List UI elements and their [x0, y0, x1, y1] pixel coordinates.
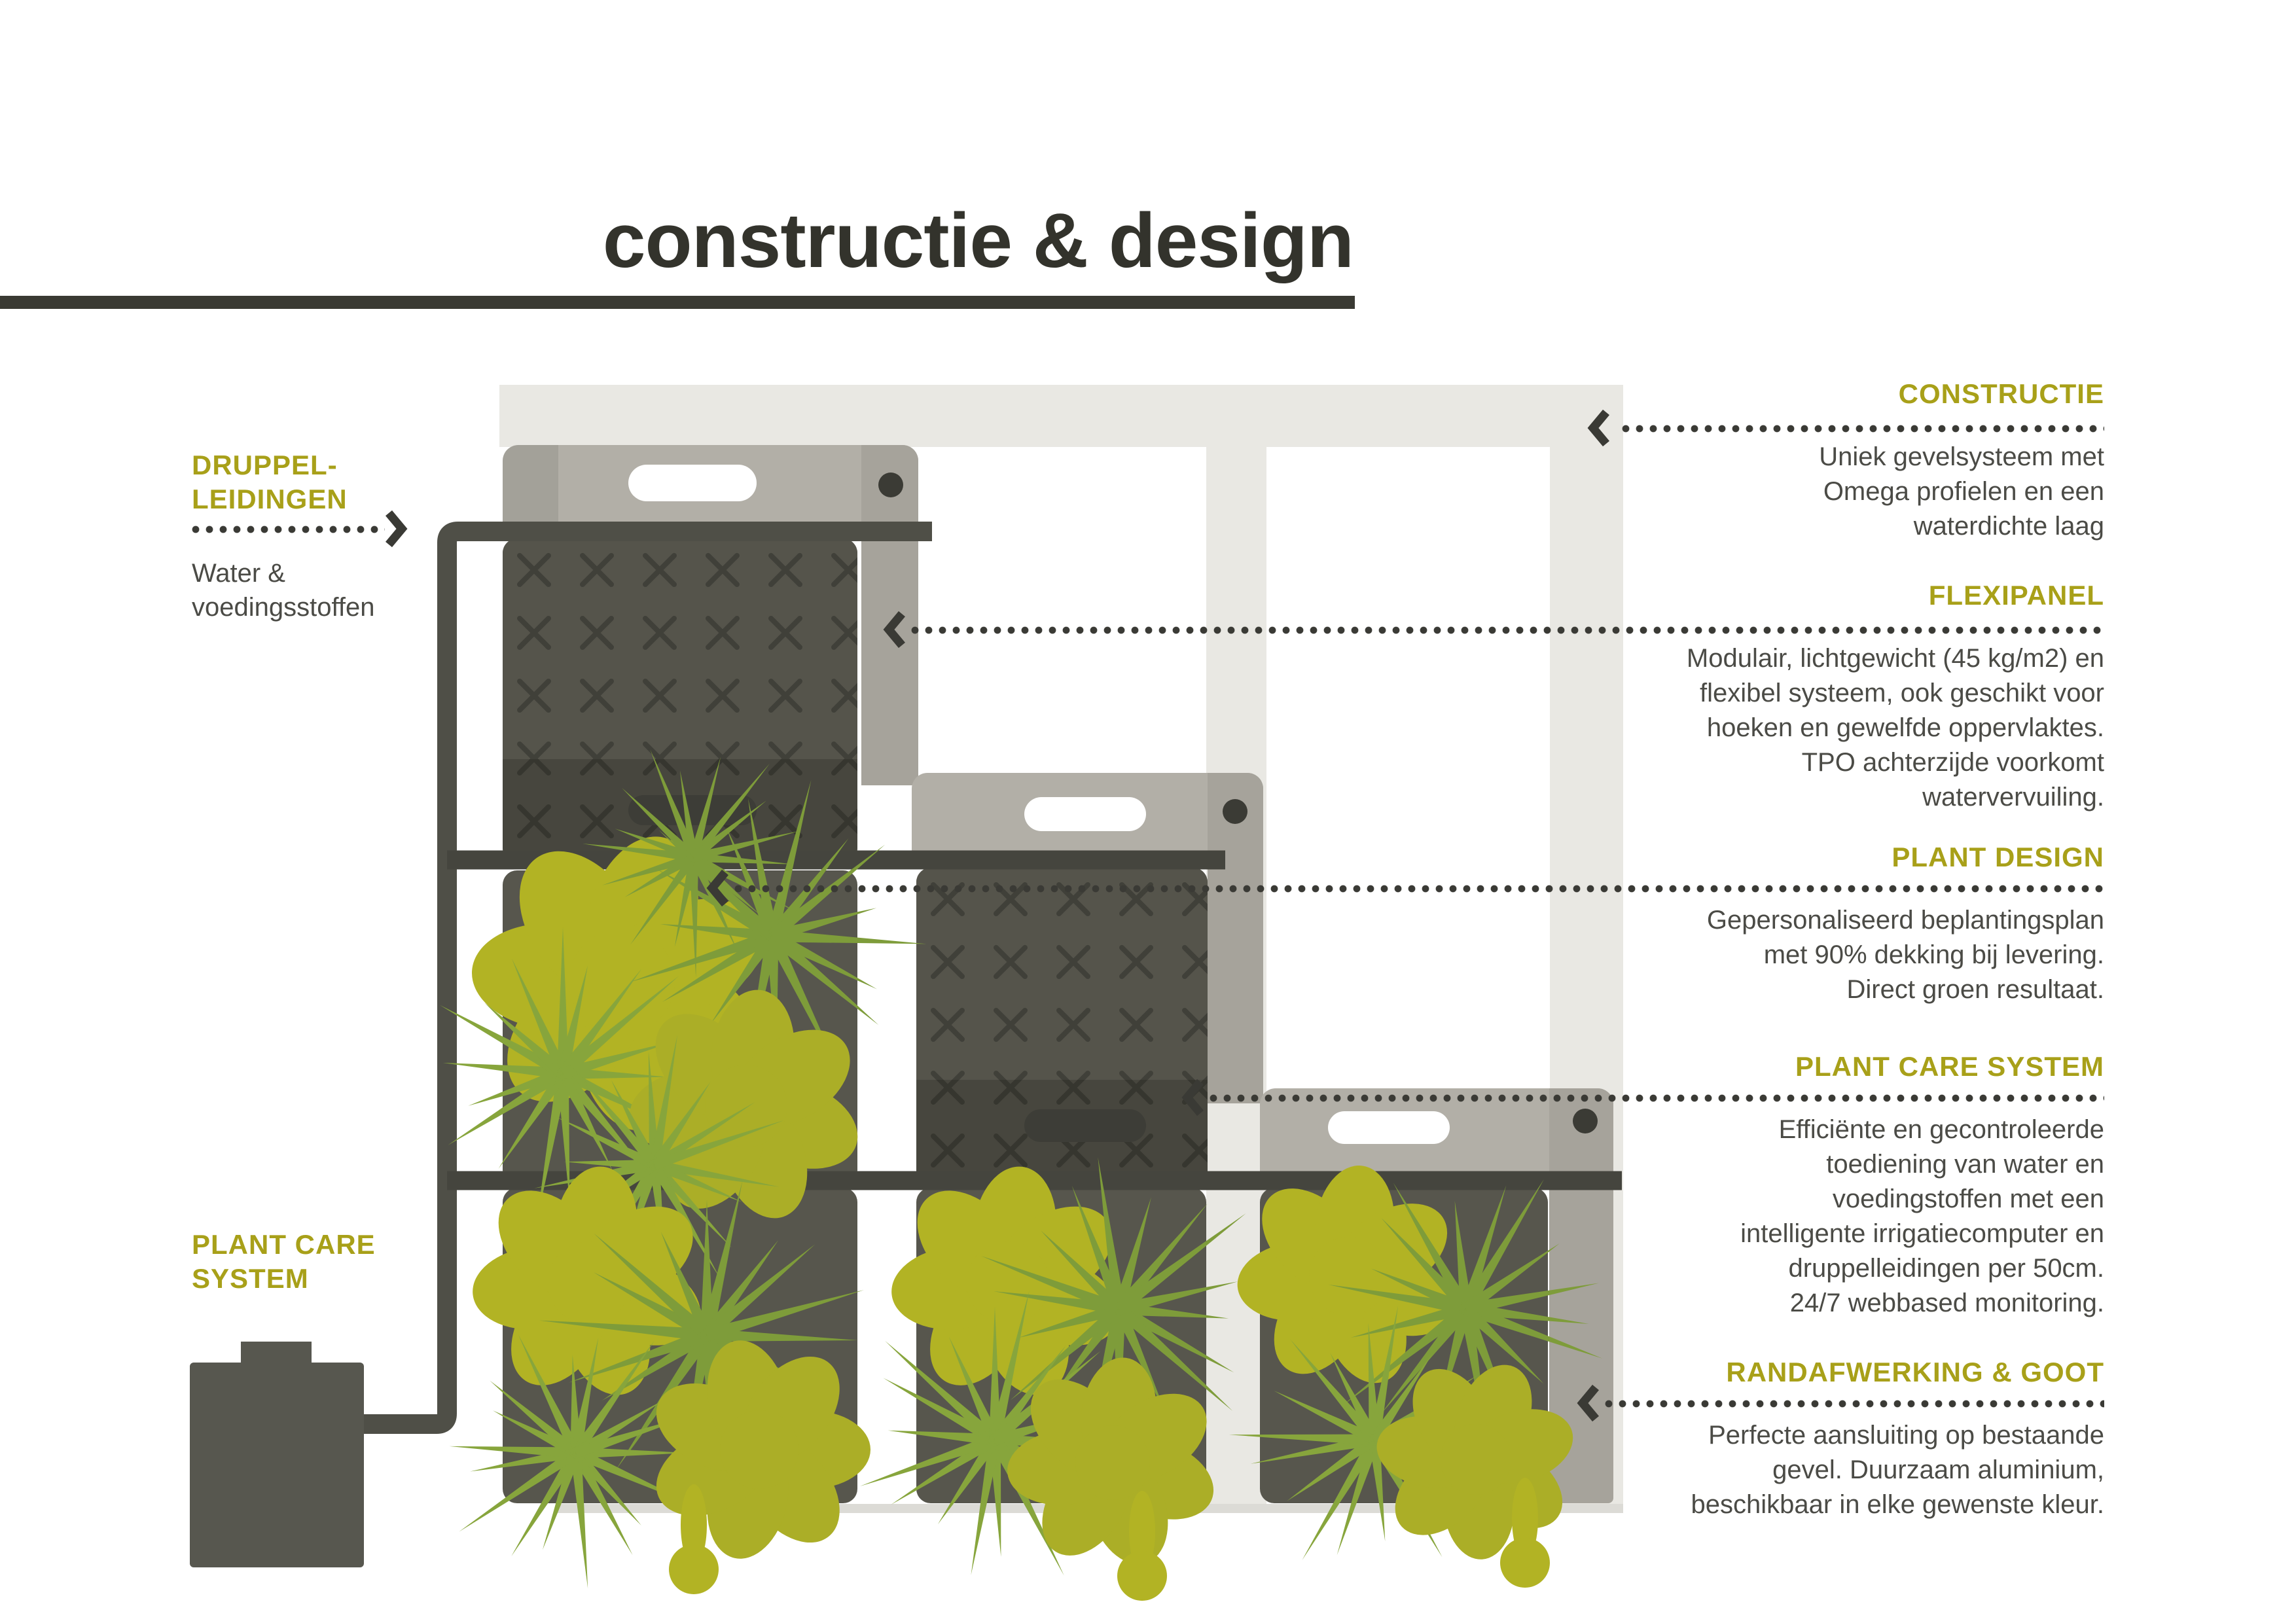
body-line: Uniek gevelsysteem met	[1819, 442, 2104, 471]
label-line: voedingsstoffen	[192, 593, 375, 622]
wall-top-beam	[499, 385, 1623, 447]
dotted-line	[192, 526, 385, 533]
dotted-line	[1605, 1400, 2104, 1408]
irrigation-tank-icon	[190, 1342, 364, 1567]
label-line: DRUPPEL-	[192, 450, 338, 480]
crate-side-strip-2	[1208, 773, 1263, 1103]
flexipanel-x-1	[503, 539, 857, 863]
crate-side-strip-1	[861, 445, 918, 785]
body-line: Efficiënte en gecontroleerde	[1778, 1115, 2104, 1144]
main-supply-pipe	[364, 522, 932, 1434]
body-line: Direct groen resultaat.	[1846, 975, 2104, 1004]
label-line: PLANT CARE	[192, 1229, 376, 1260]
body-line: TPO achterzijde voorkomt	[1801, 748, 2104, 777]
body-line: hoeken en gewelfde oppervlaktes.	[1706, 713, 2104, 742]
body-line: watervervuiling.	[1922, 783, 2104, 812]
body-line: beschikbaar in elke gewenste kleur.	[1691, 1490, 2104, 1519]
screw-icon	[1223, 799, 1247, 824]
arrow-left-icon	[1577, 1384, 1599, 1422]
crate-handle-slot-2	[1024, 797, 1146, 831]
body-line: Omega profielen en een	[1823, 477, 2104, 506]
body-line: Perfecte aansluiting op bestaande	[1708, 1421, 2104, 1450]
label-line: Water &	[192, 559, 285, 588]
section-heading-constructie: CONSTRUCTIE	[1898, 378, 2104, 409]
body-line: 24/7 webbased monitoring.	[1789, 1289, 2104, 1317]
plant-care-system-label: PLANT CARE SYSTEM	[192, 1228, 376, 1296]
body-line: met 90% dekking bij levering.	[1763, 940, 2104, 969]
body-line: flexibel systeem, ook geschikt voor	[1699, 679, 2104, 707]
body-line: Gepersonaliseerd beplantingsplan	[1706, 906, 2104, 935]
arrow-left-icon	[1181, 1079, 1204, 1116]
body-line: voedingstoffen met een	[1832, 1185, 2104, 1213]
crate-handle-slot-1	[628, 465, 757, 501]
section-body-flexipanel: Modulair, lichtgewicht (45 kg/m2) en fle…	[1687, 641, 2104, 815]
dotted-line	[734, 885, 2104, 893]
section-body-randafwerking: Perfecte aansluiting op bestaande gevel.…	[1691, 1418, 2104, 1522]
body-line: waterdichte laag	[1913, 512, 2104, 541]
title-underline	[0, 296, 1355, 309]
arrow-left-icon	[883, 611, 905, 649]
section-heading-randafwerking: RANDAFWERKING & GOOT	[1726, 1357, 2104, 1387]
body-line: intelligente irrigatiecomputer en	[1740, 1219, 2104, 1248]
body-line: gevel. Duurzaam aluminium,	[1772, 1455, 2104, 1484]
dotted-line	[1210, 1094, 2104, 1102]
druppelleidingen-label: DRUPPEL- LEIDINGEN	[192, 448, 348, 516]
crate-handle-slot-3	[1328, 1111, 1450, 1144]
section-heading-plant-design: PLANT DESIGN	[1892, 842, 2104, 872]
flexipanel-x-2	[916, 868, 1208, 1188]
arrow-right-icon	[386, 510, 408, 548]
dotted-line	[911, 626, 2104, 634]
section-body-plant-design: Gepersonaliseerd beplantingsplan met 90%…	[1707, 903, 2104, 1007]
page-title: constructie & design	[602, 198, 1354, 284]
label-line: LEIDINGEN	[192, 484, 348, 514]
screw-icon	[878, 473, 903, 497]
section-heading-flexipanel: FLEXIPANEL	[1928, 580, 2104, 611]
label-line: SYSTEM	[192, 1263, 309, 1294]
body-line: Modulair, lichtgewicht (45 kg/m2) en	[1686, 644, 2104, 673]
arrow-left-icon	[706, 869, 728, 907]
section-body-constructie: Uniek gevelsysteem met Omega profielen e…	[1819, 440, 2104, 544]
arrow-left-icon	[1587, 409, 1609, 447]
section-body-plant-care: Efficiënte en gecontroleerde toediening …	[1740, 1113, 2104, 1321]
screw-icon	[1573, 1109, 1598, 1133]
body-line: druppelleidingen per 50cm.	[1788, 1254, 2104, 1283]
body-line: toediening van water en	[1826, 1150, 2104, 1179]
druppelleidingen-sublabel: Water & voedingsstoffen	[192, 556, 374, 624]
section-heading-plant-care: PLANT CARE SYSTEM	[1795, 1051, 2104, 1082]
dotted-line	[1622, 425, 2104, 433]
